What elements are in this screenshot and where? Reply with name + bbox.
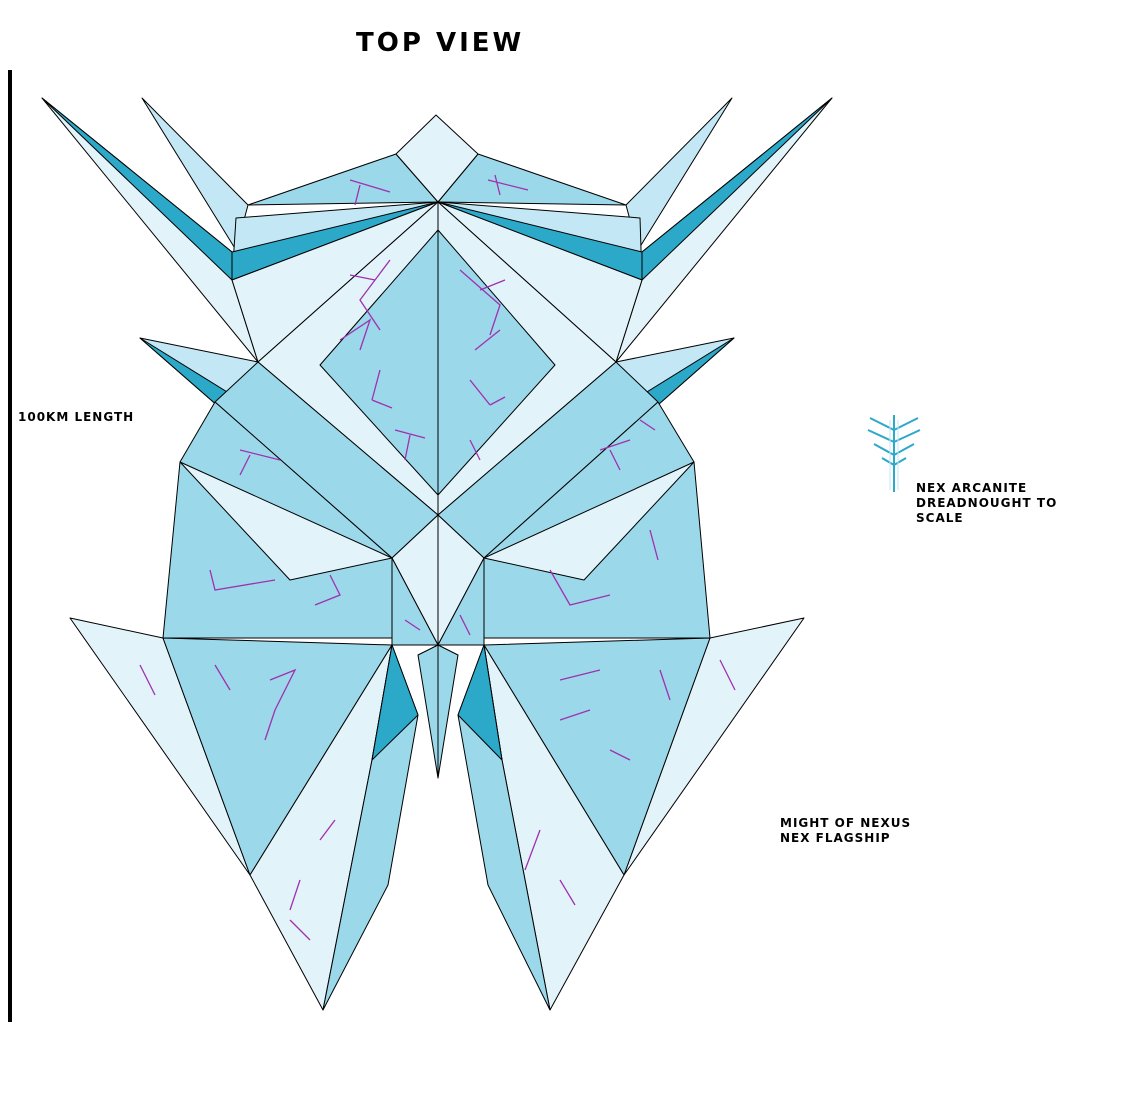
lower-right-fin <box>457 644 503 761</box>
flagship-label: MIGHT OF NEXUS NEX FLAGSHIP <box>780 816 980 846</box>
scale-bar <box>8 70 12 1022</box>
crown-tip <box>395 114 479 203</box>
scale-label: 100KM LENGTH <box>18 410 135 424</box>
flagship-label-line1: MIGHT OF NEXUS <box>780 816 912 830</box>
dreadnought-label-line3: SCALE <box>916 511 964 525</box>
dreadnought-label: NEX ARCANITE DREADNOUGHT TO SCALE <box>916 481 1116 526</box>
core-right <box>437 557 485 646</box>
flagship-label-line2: NEX FLAGSHIP <box>780 831 891 845</box>
dreadnought-icon <box>867 415 921 492</box>
page-title: TOP VIEW <box>356 28 525 58</box>
core-left <box>391 557 439 646</box>
surface-veins <box>139 174 736 941</box>
right-body-light <box>483 461 695 581</box>
dreadnought-label-line2: DREADNOUGHT TO <box>916 496 1058 510</box>
lower-left-fin <box>371 644 419 761</box>
dreadnought-label-line1: NEX ARCANITE <box>916 481 1028 495</box>
left-body-light <box>179 461 393 581</box>
